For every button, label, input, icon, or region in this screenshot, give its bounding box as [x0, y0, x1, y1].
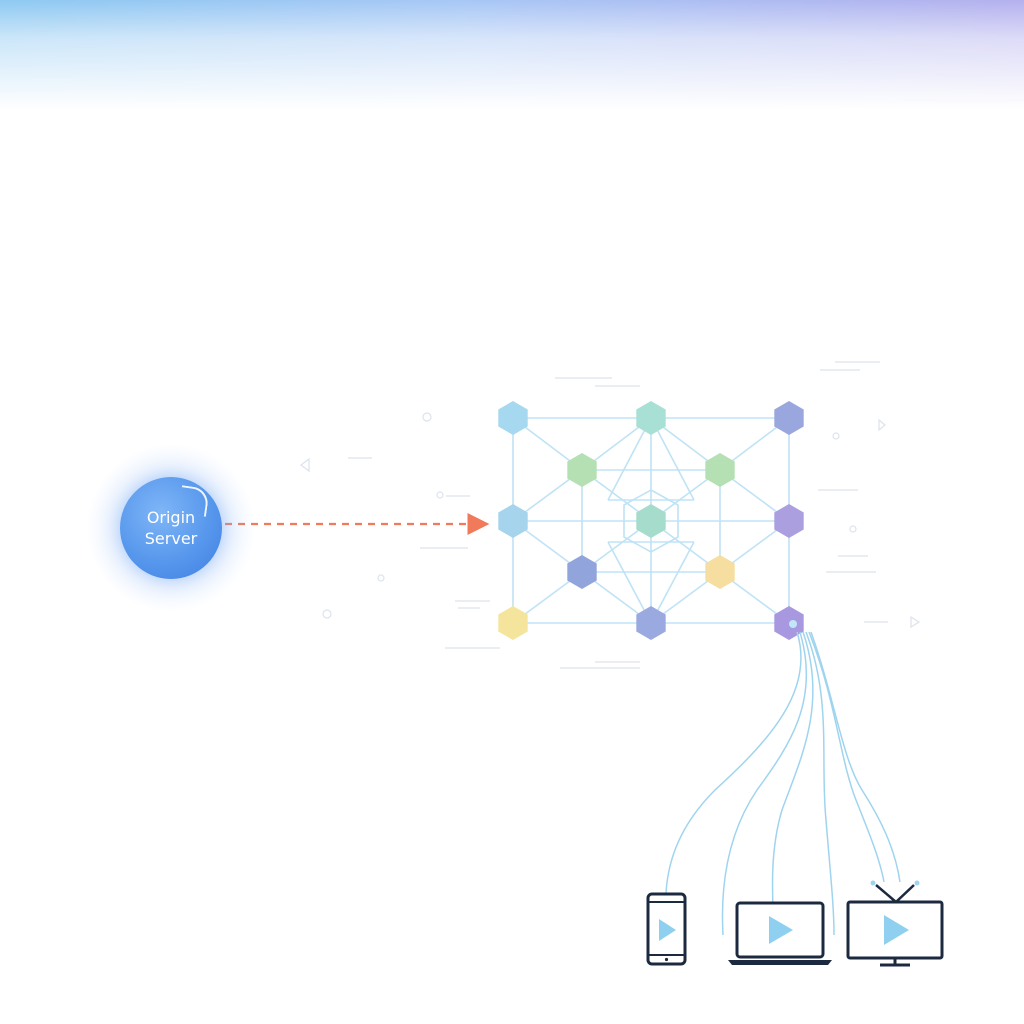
hex-node [636, 401, 666, 435]
hex-node [774, 504, 804, 538]
hex-node [498, 606, 528, 640]
origin-label-line2: Server [144, 529, 198, 548]
particles [300, 412, 921, 629]
hex-node-center [636, 504, 666, 538]
delivery-streams [665, 631, 901, 936]
header-gradient-fade [0, 0, 1024, 110]
mesh-nodes [498, 401, 804, 640]
hex-node [705, 555, 735, 589]
hex-node [705, 453, 735, 487]
origin-highlight [178, 485, 210, 517]
egress-dot [789, 620, 797, 628]
origin-server-node: Origin Server [120, 477, 222, 579]
play-icon [769, 916, 793, 944]
laptop-icon [728, 901, 832, 965]
hex-node [567, 453, 597, 487]
hex-node [636, 606, 666, 640]
hex-node-egress [774, 606, 804, 640]
origin-label-line1: Origin [146, 508, 196, 527]
play-icon [884, 915, 909, 945]
motion-streaks [348, 361, 888, 669]
hex-node [498, 401, 528, 435]
tv-icon [846, 880, 944, 967]
hex-node [774, 401, 804, 435]
play-icon [659, 919, 676, 941]
hex-node [567, 555, 597, 589]
hex-node [498, 504, 528, 538]
smartphone-icon [646, 892, 687, 966]
